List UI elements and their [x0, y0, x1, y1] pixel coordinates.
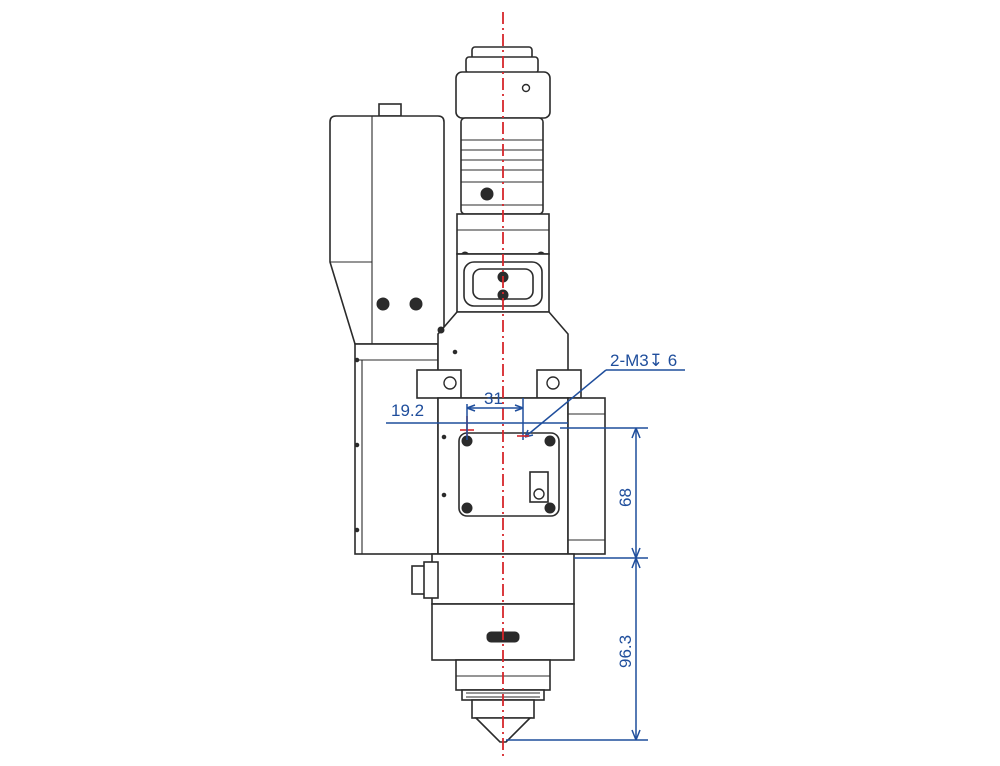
motor-housing: [329, 103, 445, 555]
dim-96-3-label: 96.3: [616, 635, 635, 668]
dim-31-label: 31: [484, 389, 503, 408]
dim-19-2-label: 19.2: [391, 401, 424, 420]
thread-callout-label: 2-M3↧ 6: [610, 351, 677, 370]
dimension-annotations: 19.2 31 2-M3↧ 6 68 96.3: [386, 351, 685, 741]
main-body: [411, 311, 606, 605]
dim-68-label: 68: [616, 488, 635, 507]
